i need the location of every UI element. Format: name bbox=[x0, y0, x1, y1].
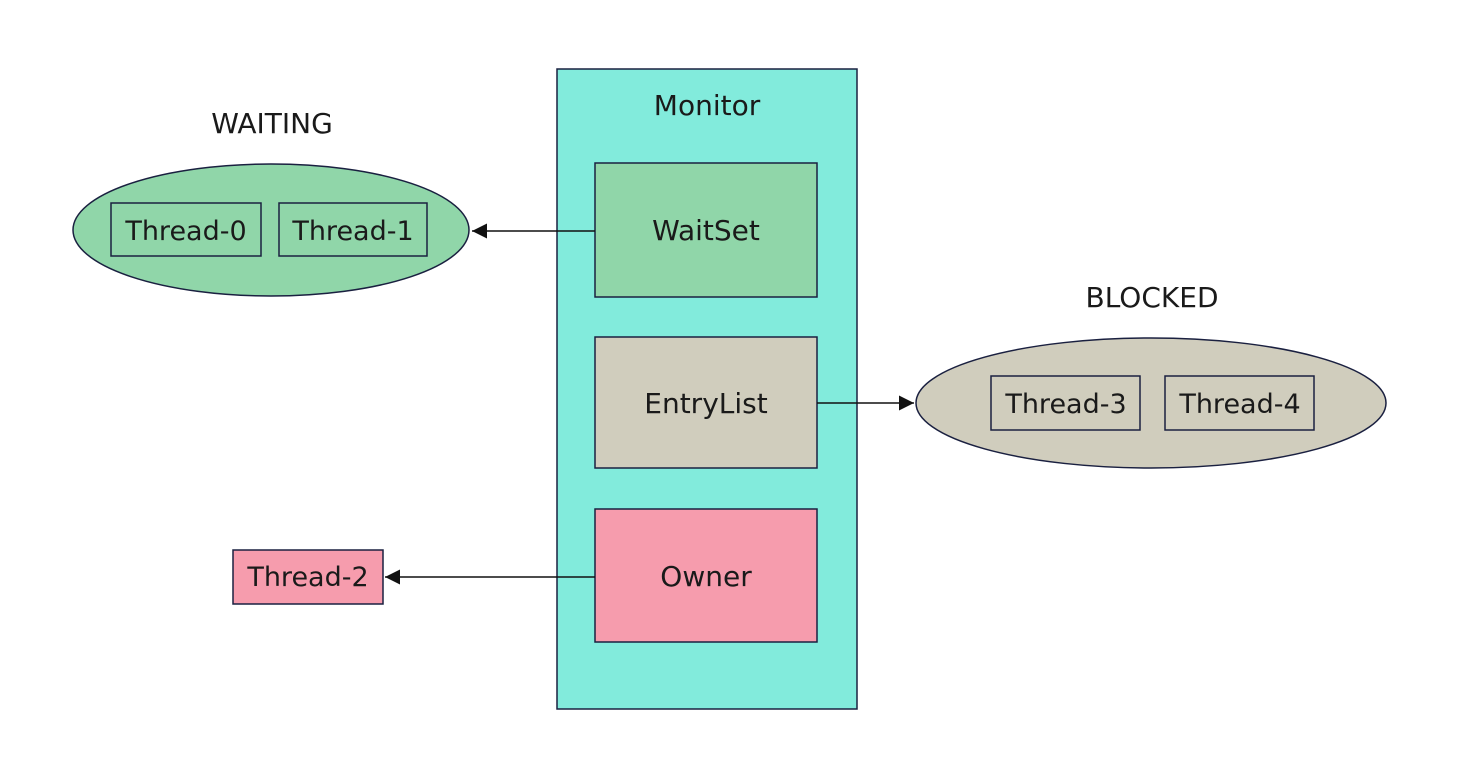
thread-4-label: Thread-4 bbox=[1178, 389, 1300, 420]
entrylist-rect bbox=[594, 336, 818, 469]
waitset-box: WaitSet bbox=[594, 162, 818, 298]
thread-3-label: Thread-3 bbox=[1004, 389, 1126, 420]
owner-box: Owner bbox=[594, 508, 818, 643]
waiting-group: WAITING Thread-0 Thread-1 bbox=[72, 107, 470, 297]
monitor-title: Monitor bbox=[654, 89, 761, 122]
owner-label: Owner bbox=[660, 560, 752, 593]
thread-2-label: Thread-2 bbox=[246, 562, 368, 593]
entrylist-box: EntryList bbox=[594, 336, 818, 469]
owner-thread: Thread-2 bbox=[232, 549, 384, 605]
thread-4-box bbox=[1164, 375, 1315, 431]
waitset-label: WaitSet bbox=[652, 214, 760, 247]
waitset-rect bbox=[594, 162, 818, 298]
blocked-label: BLOCKED bbox=[1085, 281, 1218, 314]
blocked-group: BLOCKED Thread-3 Thread-4 bbox=[915, 281, 1387, 469]
thread-1-label: Thread-1 bbox=[291, 216, 413, 247]
blocked-ellipse bbox=[915, 337, 1387, 469]
entrylist-label: EntryList bbox=[644, 387, 767, 420]
thread-2-box bbox=[232, 549, 384, 605]
thread-0-box bbox=[110, 202, 262, 257]
waiting-label: WAITING bbox=[211, 107, 333, 140]
waiting-ellipse bbox=[72, 163, 470, 297]
thread-1-box bbox=[278, 202, 428, 257]
thread-0-label: Thread-0 bbox=[124, 216, 246, 247]
thread-3-box bbox=[990, 375, 1141, 431]
owner-rect bbox=[594, 508, 818, 643]
